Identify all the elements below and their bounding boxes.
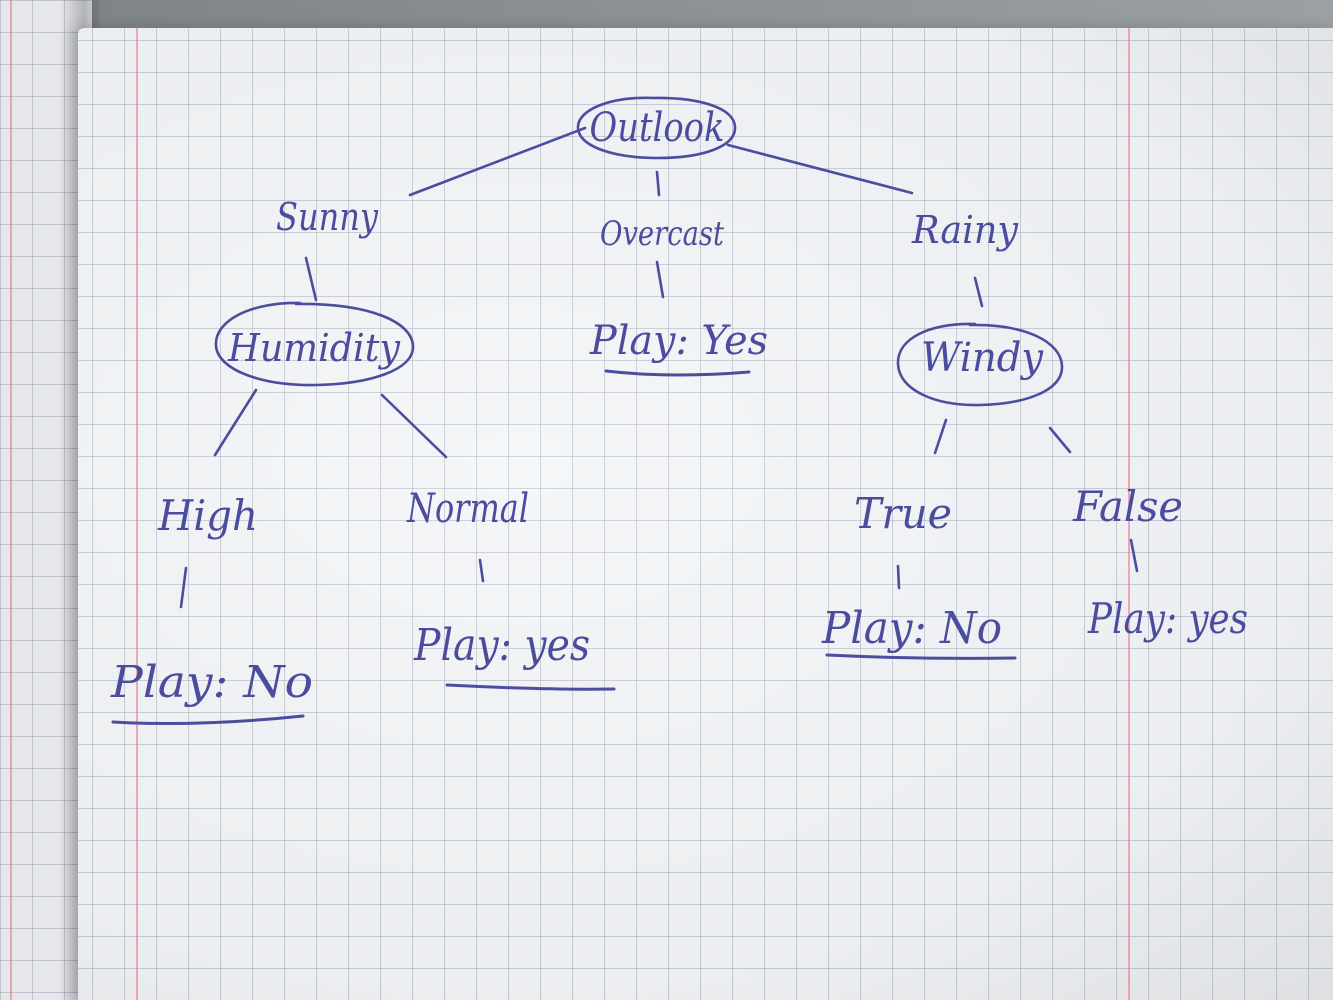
branch-label-overcast: Overcast xyxy=(600,214,724,254)
overcast-leaf-underline xyxy=(604,369,751,377)
overcast-leaf-label: Play: Yes xyxy=(589,318,768,364)
edge-false-leaf xyxy=(1129,538,1139,573)
true-leaf-label: Play: No xyxy=(821,603,1002,654)
normal-leaf-underline xyxy=(445,683,616,691)
left-margin-line xyxy=(136,28,138,1000)
right-margin-line xyxy=(1128,28,1130,1000)
tree-edges xyxy=(179,126,1139,609)
edge-rainy-windy xyxy=(973,276,984,308)
leaf-underlines xyxy=(111,369,1017,726)
windy-node-label: Windy xyxy=(921,335,1044,381)
branch-label-false: False xyxy=(1072,482,1183,531)
branch-label-normal: Normal xyxy=(406,486,529,532)
edge-high-leaf xyxy=(179,566,188,609)
outlook-node-ellipse xyxy=(576,96,737,160)
branch-label-high: High xyxy=(157,491,258,540)
windy-node-ellipse xyxy=(896,322,1064,407)
edge-humidity-high xyxy=(213,388,258,457)
branch-label-true: True xyxy=(854,489,952,538)
normal-leaf-label: Play: yes xyxy=(413,620,590,671)
edge-sunny-humidity xyxy=(304,256,318,302)
paper-lighting xyxy=(78,28,1333,1000)
grid-paper-page xyxy=(78,28,1333,1000)
edge-overcast-leaf xyxy=(655,260,665,299)
underlying-margin-line xyxy=(10,0,12,1000)
tree-labels: Outlook Sunny Overcast Rainy Play: Yes H… xyxy=(110,105,1248,708)
high-leaf-label: Play: No xyxy=(110,657,313,708)
edge-outlook-sunny xyxy=(408,126,587,197)
edge-outlook-rainy xyxy=(726,143,914,195)
humidity-node-ellipse xyxy=(214,301,415,387)
edge-true-leaf xyxy=(896,564,901,590)
true-leaf-underline xyxy=(825,653,1017,660)
false-leaf-label: Play: yes xyxy=(1087,594,1248,643)
edge-windy-true xyxy=(933,418,948,455)
branch-label-sunny: Sunny xyxy=(276,195,378,239)
high-leaf-underline xyxy=(111,714,305,726)
branch-label-rainy: Rainy xyxy=(911,208,1018,252)
humidity-node-label: Humidity xyxy=(227,326,400,370)
edge-normal-leaf xyxy=(478,558,485,583)
edge-outlook-overcast xyxy=(655,170,661,197)
underlying-notebook-page xyxy=(0,0,92,1000)
edge-humidity-normal xyxy=(380,393,448,459)
outlook-node-label: Outlook xyxy=(590,105,725,151)
edge-windy-false xyxy=(1048,426,1072,454)
tree-node-outlines xyxy=(214,96,1064,407)
